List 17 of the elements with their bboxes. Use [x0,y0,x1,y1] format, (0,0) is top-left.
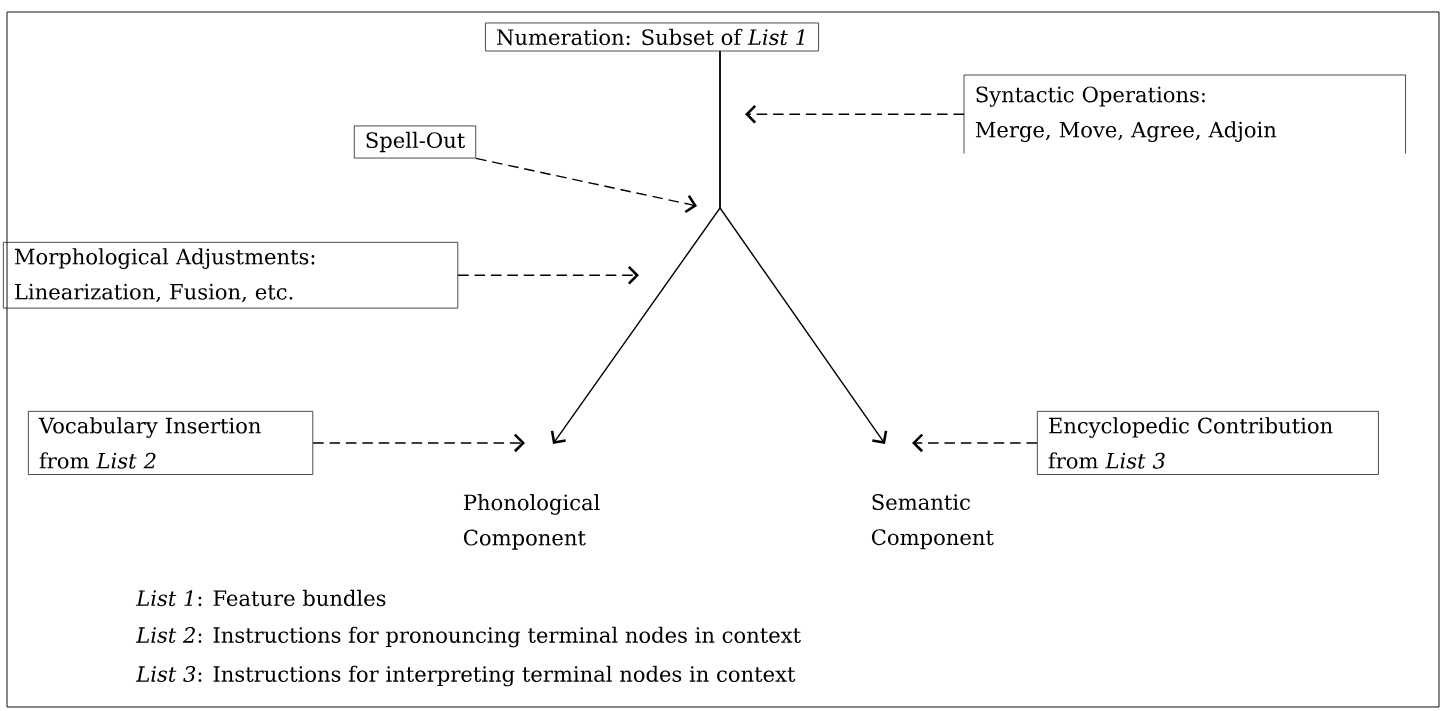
component-label: Semantic Component [871,494,994,550]
list-note: List 1: Feature bundles [135,589,386,607]
process-box: Syntactic Operations: Merge, Move, Agree, Adjoin [963,74,1406,154]
dashed-arrow [457,266,639,285]
process-box: Numeration: Subset of List 1 [485,22,819,52]
component-label: Phonological Component [463,494,600,550]
dashed-arrow [312,433,525,453]
list-note: List 3: Instructions for interpreting terminal nodes in context [135,665,796,687]
dashed-arrow [745,105,965,124]
arrow [719,50,888,444]
list-note: List 2: Instructions for pronouncing terminal nodes in context [135,626,801,648]
dashed-arrow [912,433,1038,453]
dashed-arrow [475,157,697,214]
process-box: Spell-Out [353,125,477,159]
process-box: Encyclopedic Contribution from List 3 [1037,411,1379,475]
process-box: Vocabulary Insertion from List 2 [28,411,314,475]
process-box: Morphological Adjustments: Linearization, Fusion, etc. [3,242,459,309]
